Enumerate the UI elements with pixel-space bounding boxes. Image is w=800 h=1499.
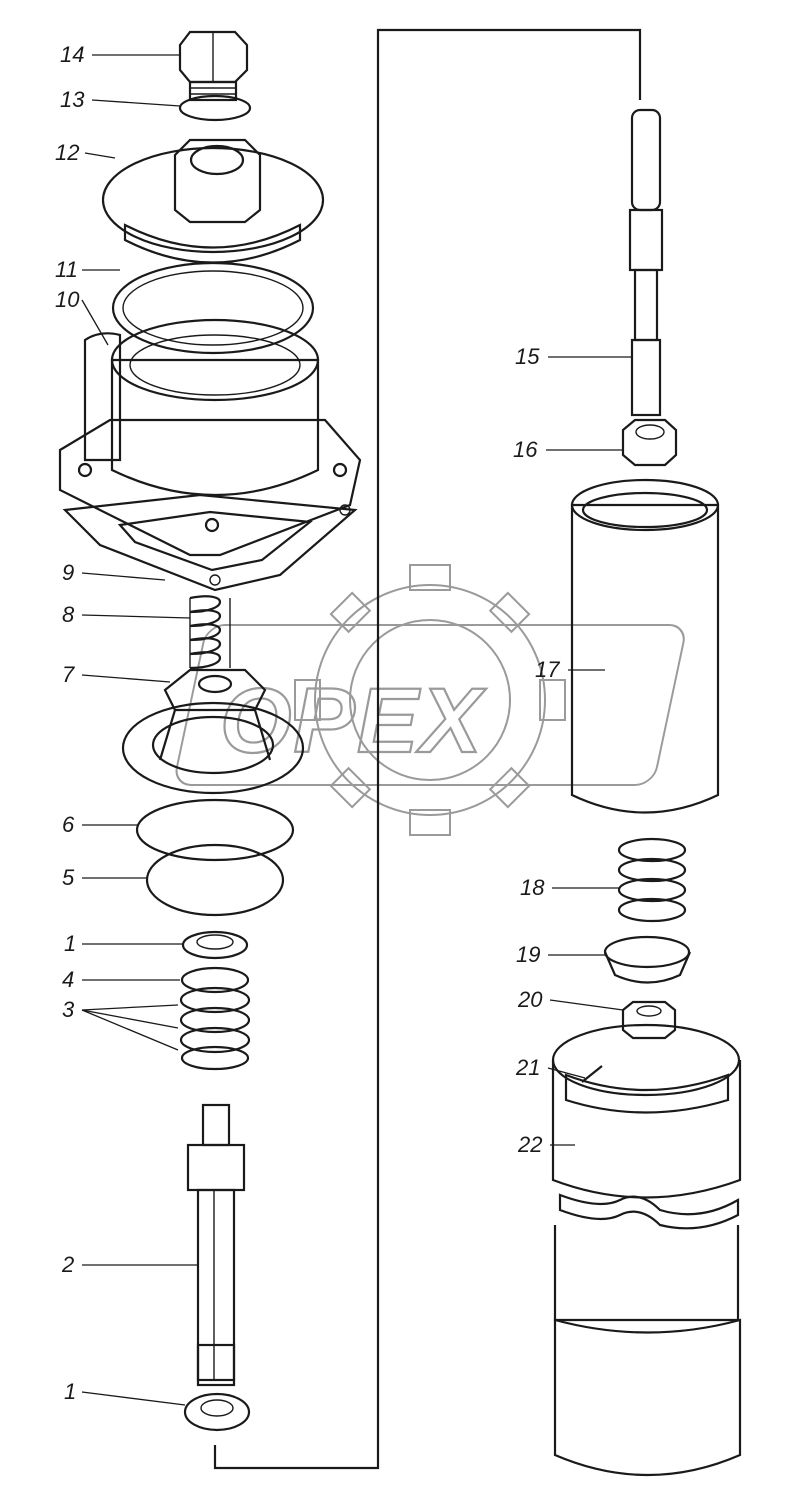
part-22-filter-case	[551, 1023, 742, 1477]
callout-6: 6	[62, 812, 75, 837]
leader-lines	[81, 54, 632, 1406]
callout-16: 16	[513, 437, 538, 462]
callout-17: 17	[535, 657, 560, 682]
part-16-nut	[621, 418, 678, 467]
part-17-filter-element	[570, 478, 720, 814]
callout-11: 11	[55, 257, 78, 282]
part-8-spring	[189, 595, 231, 670]
part-13-washer	[178, 94, 252, 122]
part-14-plug-bolt	[178, 30, 249, 102]
callout-9: 9	[62, 560, 74, 585]
callout-labels: 14 13 12 11 10 9 8 7 6 5 1 4 3 2 1 15 16…	[55, 42, 560, 1404]
part-1-washer-lower	[183, 1392, 251, 1432]
part-15-center-rod	[628, 108, 664, 417]
callout-4: 4	[62, 967, 74, 992]
part-19-spring-seat	[603, 935, 692, 984]
watermark-logo: OPEX	[175, 564, 685, 836]
assembly-connector-line	[213, 28, 642, 1470]
callout-15: 15	[515, 344, 540, 369]
callout-5: 5	[62, 865, 75, 890]
callout-12: 12	[55, 140, 79, 165]
part-7-valve-body	[121, 668, 305, 795]
part-2-shaft	[186, 1103, 246, 1387]
callout-19: 19	[516, 942, 540, 967]
callout-3: 3	[62, 997, 75, 1022]
gear-icon	[294, 564, 566, 836]
part-20-nut	[621, 1000, 677, 1040]
part-12-cover	[101, 138, 325, 264]
part-21-tab	[581, 1065, 603, 1083]
part-6-sealing-ring	[135, 798, 295, 862]
part-18-spring	[617, 837, 687, 923]
callout-20: 20	[517, 987, 543, 1012]
callout-21: 21	[515, 1055, 540, 1080]
callout-1-upper: 1	[64, 931, 76, 956]
part-5-sealing-ring	[145, 843, 285, 917]
part-10-housing	[58, 318, 362, 557]
part-9-flange-gasket	[62, 493, 358, 592]
callout-18: 18	[520, 875, 545, 900]
part-3-4-spring-set	[179, 966, 251, 1071]
watermark-text: OPEX	[220, 670, 486, 772]
callout-10: 10	[55, 287, 80, 312]
callout-22: 22	[517, 1132, 542, 1157]
callout-8: 8	[62, 602, 75, 627]
part-11-gasket	[111, 261, 315, 355]
callout-14: 14	[60, 42, 84, 67]
callout-2: 2	[61, 1252, 74, 1277]
callout-7: 7	[62, 662, 75, 687]
callout-1-lower: 1	[64, 1379, 76, 1404]
callout-13: 13	[60, 87, 85, 112]
part-1-washer-upper	[181, 930, 249, 960]
